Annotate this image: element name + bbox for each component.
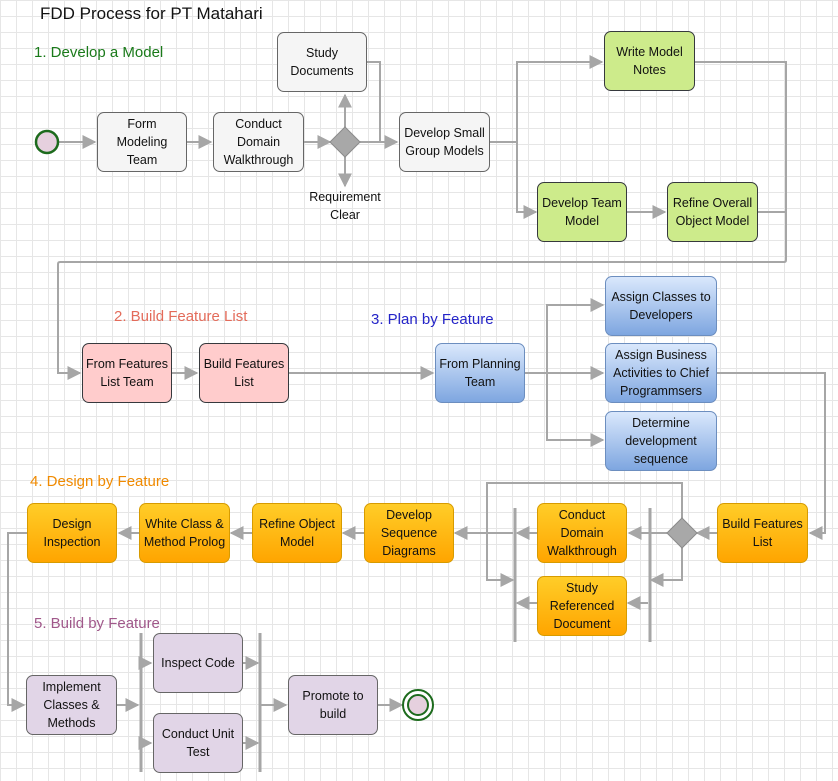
node-form-modeling-team[interactable]: Form Modeling Team	[97, 112, 187, 172]
edge-decision-loop-down	[649, 548, 683, 587]
node-inspect-code[interactable]: Inspect Code	[153, 633, 243, 693]
node-assign-classes-to-developers[interactable]: Assign Classes to Developers	[605, 276, 717, 336]
edge-activities-to-buildlist	[717, 372, 826, 540]
phase-4-label: 4. Design by Feature	[30, 473, 170, 490]
edge-notes-merge	[695, 61, 787, 212]
node-develop-sequence-diagrams[interactable]: Develop Sequence Diagrams	[364, 503, 454, 563]
node-white-class-method-prolog[interactable]: White Class & Method Prolog	[139, 503, 230, 563]
edge-study-back	[367, 61, 381, 142]
edge-small-to-team	[516, 142, 538, 219]
diagram-title: FDD Process for PT Matahari	[40, 4, 263, 23]
edge-small-split	[490, 55, 604, 143]
edge-decision-loop-up	[486, 482, 683, 587]
start-node	[34, 129, 60, 155]
node-develop-team-model[interactable]: Develop Team Model	[537, 182, 627, 242]
edge-design-to-implement	[7, 532, 27, 712]
end-node-inner	[407, 694, 429, 716]
node-write-model-notes[interactable]: Write Model Notes	[604, 31, 695, 91]
phase-1-label: 1. Develop a Model	[34, 44, 164, 61]
edge-planning-to-classes	[546, 298, 605, 373]
edge-planning-to-sequence	[546, 373, 605, 447]
node-study-referenced-document[interactable]: Study Referenced Document	[537, 576, 627, 636]
label-requirement-clear: Requirement Clear	[309, 190, 381, 222]
node-study-documents[interactable]: Study Documents	[277, 32, 367, 92]
node-conduct-domain-walkthrough-2[interactable]: Conduct Domain Walkthrough	[537, 503, 627, 563]
decision-diamond-phase4	[666, 517, 698, 549]
phase-2-label: 2. Build Feature List	[114, 308, 248, 325]
decision-diamond-phase1	[329, 126, 361, 158]
node-from-planning-team[interactable]: From Planning Team	[435, 343, 525, 403]
node-promote-to-build[interactable]: Promote to build	[288, 675, 378, 735]
node-build-features-list-2[interactable]: Build Features List	[717, 503, 808, 563]
node-conduct-unit-test[interactable]: Conduct Unit Test	[153, 713, 243, 773]
node-refine-object-model[interactable]: Refine Object Model	[252, 503, 342, 563]
node-from-features-list-team[interactable]: From Features List Team	[82, 343, 172, 403]
node-assign-business-activities[interactable]: Assign Business Activities to Chief Prog…	[605, 343, 717, 403]
node-design-inspection[interactable]: Design Inspection	[27, 503, 117, 563]
edge-phase1-to-phase2	[57, 212, 787, 380]
phase-3-label: 3. Plan by Feature	[371, 311, 494, 328]
node-implement-classes-methods[interactable]: Implement Classes & Methods	[26, 675, 117, 735]
phase-5-label: 5. Build by Feature	[34, 615, 160, 632]
node-determine-development-sequence[interactable]: Determine development sequence	[605, 411, 717, 471]
node-develop-small-group-models[interactable]: Develop Small Group Models	[399, 112, 490, 172]
node-refine-overall-object-model[interactable]: Refine Overall Object Model	[667, 182, 758, 242]
node-conduct-domain-walkthrough[interactable]: Conduct Domain Walkthrough	[213, 112, 304, 172]
node-build-features-list[interactable]: Build Features List	[199, 343, 289, 403]
